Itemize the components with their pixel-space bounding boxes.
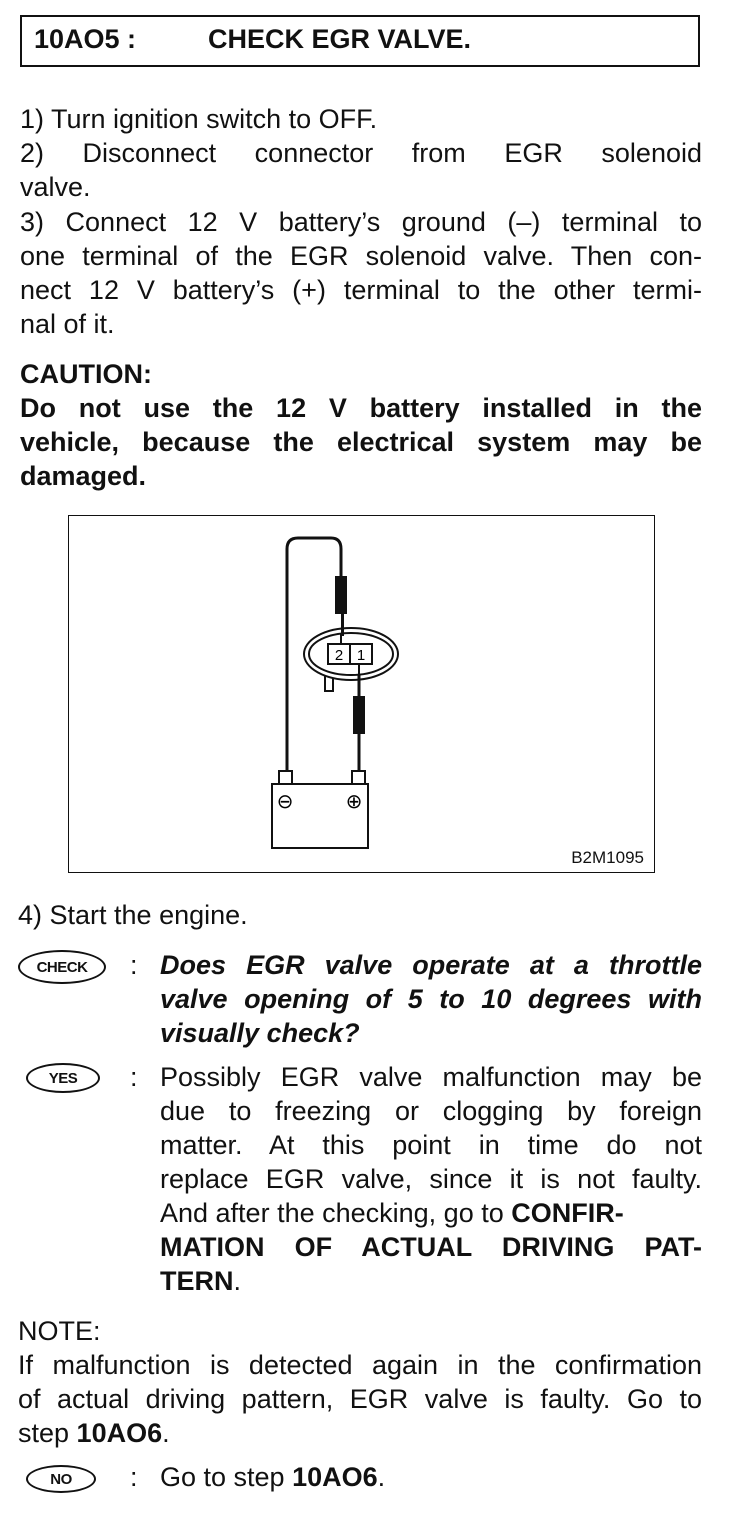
step-title: CHECK EGR VALVE. <box>208 24 472 54</box>
step-3-text-line-4: nal of it. <box>20 309 115 339</box>
egr-solenoid-connector <box>303 627 399 692</box>
no-colon: : <box>130 1462 138 1492</box>
check-question-line-2: valve opening of 5 to 10 degrees with <box>160 984 702 1014</box>
negative-wire <box>285 536 343 771</box>
no-badge: NO <box>26 1465 96 1493</box>
yes-text-line-6: MATION OF ACTUAL DRIVING PAT- <box>160 1232 702 1262</box>
check-question-line-3: visually check? <box>160 1018 360 1048</box>
battery-12v <box>271 770 369 849</box>
negative-wire-probe <box>335 576 347 614</box>
connector-pin-2-label: 2 <box>335 647 343 664</box>
step-2-text-line-2: valve. <box>20 172 91 202</box>
check-colon: : <box>130 950 138 980</box>
note-text-line-3-plain: step <box>18 1418 77 1448</box>
negative-terminal-symbol: ⊖ <box>277 789 294 813</box>
step-3-text-line-3: nect 12 V battery’s (+) terminal to the … <box>20 275 702 305</box>
yes-text-line-7-bold: TERN <box>160 1266 234 1296</box>
connector-pin-1-label: 1 <box>357 647 365 664</box>
caution-text-line-3: damaged. <box>20 461 147 491</box>
yes-text-line-5-plain: And after the checking, go to <box>160 1198 512 1228</box>
yes-text-line-3: matter. At this point in time do not <box>160 1130 702 1160</box>
no-text-plain: Go to step <box>160 1462 293 1492</box>
wiring-diagram-figure: 2 1 ⊖ ⊕ B2M1095 <box>68 515 655 873</box>
no-text: Go to step 10AO6. <box>160 1460 385 1494</box>
yes-text-line-7-plain: . <box>233 1266 242 1296</box>
positive-wire-probe <box>353 696 365 734</box>
positive-terminal-symbol: ⊕ <box>346 789 363 813</box>
caution-text-line-1: Do not use the 12 V battery installed in… <box>20 393 702 423</box>
negative-terminal <box>278 770 293 785</box>
positive-terminal <box>351 770 366 785</box>
caution-heading: CAUTION: <box>20 359 152 389</box>
note-text-line-3-end: . <box>162 1418 170 1448</box>
yes-text-line-1: Possibly EGR valve malfunction may be <box>160 1062 702 1092</box>
no-text-end: . <box>377 1462 386 1492</box>
caution-text-line-2: vehicle, because the electrical system m… <box>20 427 702 457</box>
no-step-ref: 10AO6 <box>292 1462 378 1492</box>
step-3-text-line-2: one terminal of the EGR solenoid valve. … <box>20 241 702 271</box>
check-badge: CHECK <box>18 950 106 984</box>
note-heading: NOTE: <box>18 1316 101 1346</box>
step-2-text-line-1: 2) Disconnect connector from EGR solenoi… <box>20 138 702 168</box>
check-question-line-1: Does EGR valve operate at a throttle <box>160 950 702 980</box>
step-1-text: 1) Turn ignition switch to OFF. <box>20 104 378 134</box>
wiring-diagram: 2 1 ⊖ ⊕ <box>271 536 399 849</box>
yes-badge: YES <box>26 1063 100 1093</box>
note-text-line-1: If malfunction is detected again in the … <box>18 1350 702 1380</box>
yes-text-line-7: TERN. <box>160 1264 241 1298</box>
yes-text-line-5-bold: CONFIR- <box>511 1198 624 1228</box>
yes-colon: : <box>130 1062 138 1092</box>
yes-text-line-2: due to freezing or clogging by foreign <box>160 1096 702 1126</box>
note-text-line-3: step 10AO6. <box>18 1416 170 1450</box>
step-title-box: 10AO5 : CHECK EGR VALVE. <box>20 15 700 67</box>
note-text-line-2: of actual driving pattern, EGR valve is … <box>18 1384 702 1414</box>
note-step-ref: 10AO6 <box>76 1418 163 1448</box>
yes-text-line-4: replace EGR valve, since it is not fault… <box>160 1164 702 1194</box>
step-code: 10AO5 : <box>34 24 137 54</box>
figure-id: B2M1095 <box>571 848 644 867</box>
step-4-text: 4) Start the engine. <box>18 900 248 930</box>
yes-text-line-5: And after the checking, go to CONFIR- <box>160 1196 624 1230</box>
step-3-text-line-1: 3) Connect 12 V battery’s ground (–) ter… <box>20 207 702 237</box>
